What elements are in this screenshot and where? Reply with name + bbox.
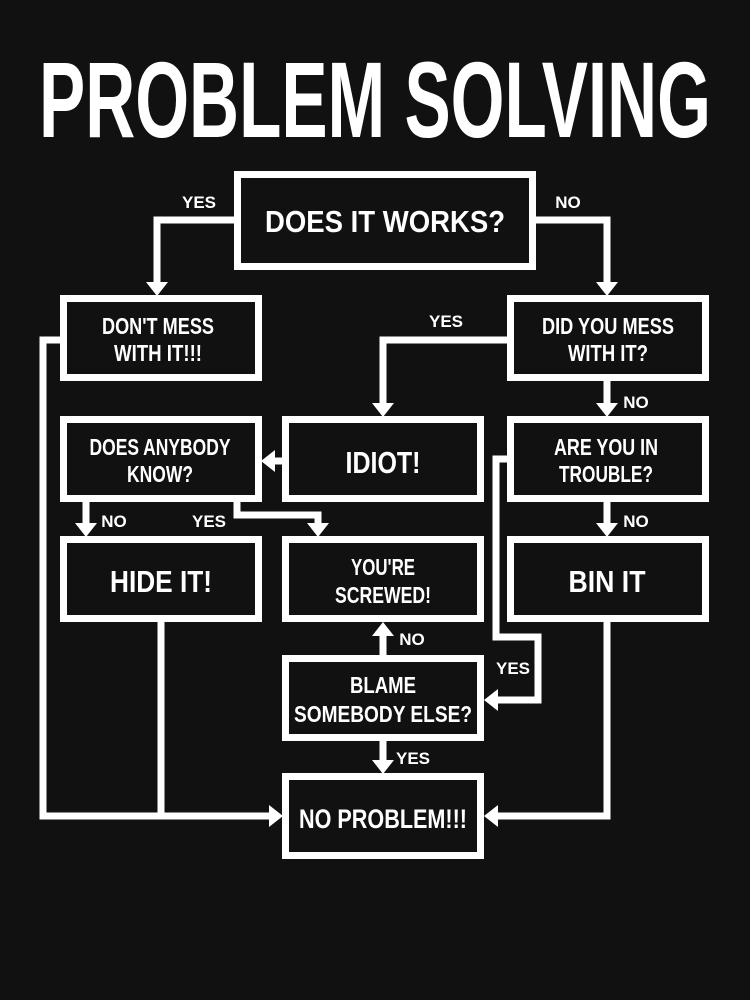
node-does-anybody-know: DOES ANYBODY KNOW?	[60, 416, 262, 502]
page-title: PROBLEM SOLVING	[39, 39, 711, 160]
node-label: BIN IT	[569, 564, 646, 599]
node-label: YOU'RE	[351, 554, 415, 580]
connectors	[39, 216, 618, 827]
node-blame-somebody-else: BLAME SOMEBODY ELSE?	[282, 655, 484, 741]
node-label: DOES IT WORKS?	[265, 204, 505, 239]
edge-dontmess-noproblem	[39, 336, 271, 820]
arrow-icon	[146, 282, 168, 296]
node-label: SOMEBODY ELSE?	[294, 701, 472, 727]
node-dont-mess: DON'T MESS WITH IT!!!	[60, 295, 262, 381]
arrow-icon	[484, 805, 498, 827]
node-label: ARE YOU IN	[554, 434, 658, 460]
arrow-icon	[372, 622, 394, 636]
edge-label-yes: YES	[429, 312, 463, 331]
arrow-icon	[269, 805, 283, 827]
node-are-you-in-trouble: ARE YOU IN TROUBLE?	[507, 416, 709, 502]
node-label: DOES ANYBODY	[90, 434, 231, 460]
node-bin-it: BIN IT	[507, 536, 709, 622]
node-label: DON'T MESS	[102, 313, 214, 339]
edge-label-no: NO	[399, 630, 425, 649]
arrow-icon	[596, 523, 618, 537]
edge-works-no	[536, 216, 611, 284]
node-hide-it: HIDE IT!	[60, 536, 262, 622]
node-label: IDIOT!	[346, 445, 421, 480]
arrow-icon	[307, 523, 329, 537]
arrow-icon	[596, 403, 618, 417]
node-label: BLAME	[350, 672, 416, 698]
arrow-icon	[75, 523, 97, 537]
node-does-it-work: DOES IT WORKS?	[234, 171, 536, 270]
node-did-you-mess: DID YOU MESS WITH IT?	[507, 295, 709, 381]
edge-label-no: NO	[555, 193, 581, 212]
edge-label-yes: YES	[396, 749, 430, 768]
node-label: DID YOU MESS	[542, 313, 674, 339]
node-label: KNOW?	[127, 461, 193, 487]
arrow-icon	[372, 760, 394, 774]
node-idiot: IDIOT!	[282, 416, 484, 502]
node-label: TROUBLE?	[559, 461, 653, 487]
edge-label-no: NO	[623, 512, 649, 531]
node-label: WITH IT?	[568, 340, 648, 366]
edge-mess-yes	[379, 336, 507, 405]
edge-works-yes	[153, 216, 234, 284]
node-label: WITH IT!!!	[114, 340, 202, 366]
edge-label-yes: YES	[496, 659, 530, 678]
node-youre-screwed: YOU'RE SCREWED!	[282, 536, 484, 622]
edge-trouble-yes	[492, 455, 542, 704]
node-label: NO PROBLEM!!!	[299, 804, 467, 834]
arrow-icon	[596, 282, 618, 296]
node-label: HIDE IT!	[110, 564, 212, 599]
node-label: SCREWED!	[335, 582, 431, 608]
edge-bin-noproblem	[496, 622, 611, 820]
node-no-problem: NO PROBLEM!!!	[282, 773, 484, 859]
edge-label-no: NO	[101, 512, 127, 531]
arrow-icon	[261, 450, 275, 472]
edge-label-no: NO	[623, 393, 649, 412]
arrow-icon	[484, 689, 498, 711]
arrow-icon	[372, 403, 394, 417]
edge-label-yes: YES	[182, 193, 216, 212]
edge-label-yes: YES	[192, 512, 226, 531]
edge-know-yes	[233, 502, 322, 525]
